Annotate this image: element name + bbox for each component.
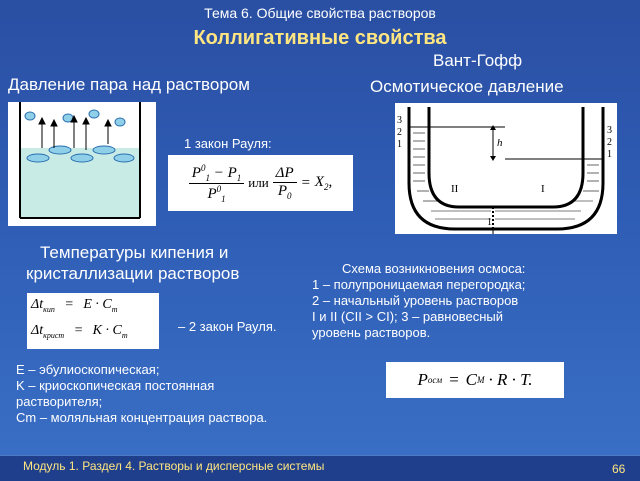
boiling-formula: Δtкип = E · Cm (31, 297, 118, 314)
slide-title: Коллигативные свойства (193, 27, 447, 49)
vant-hoff-label: Вант-Гофф (433, 51, 523, 70)
diagram-label-II: II (451, 183, 459, 195)
page-number: 66 (612, 462, 626, 476)
diagram-label-I: I (541, 183, 545, 195)
raoult1-label: 1 закон Рауля: (184, 136, 272, 151)
diagram-label-left-3: 3 (397, 115, 402, 126)
vapor-pressure-heading: Давление пара над раствором (8, 75, 250, 94)
legend-line-4: Cm – моляльная концентрация раствора. (16, 410, 268, 425)
diagram-label-bottom-1: 1 (487, 217, 492, 228)
osmosis-diagram: 3 2 1 3 2 1 h II I 1 (395, 103, 617, 234)
caption-line-3: 2 – начальный уровень растворов (312, 293, 519, 308)
vapor-vessel-svg (19, 102, 141, 219)
caption-line-5: уровень растворов. (312, 325, 431, 340)
legend-line-1: E – эбулиоскопическая; (16, 362, 160, 377)
temp-heading-line2: кристаллизации растворов (26, 264, 240, 283)
raoult1-fraction-right: ΔP P0 (272, 165, 297, 201)
osmotic-pressure-heading: Осмотическое давление (370, 77, 564, 96)
osmosis-caption: Схема возникновения осмоса: 1 – полупрон… (312, 261, 525, 341)
vapor-vessel-image (8, 102, 156, 226)
legend-line-3: растворителя; (16, 394, 103, 409)
diagram-label-right-2: 2 (607, 137, 612, 148)
diagram-label-right-1: 1 (607, 149, 612, 160)
legend-line-2: K – криоскопическая постоянная (16, 378, 215, 393)
constants-legend: E – эбулиоскопическая; K – криоскопическ… (16, 362, 267, 426)
raoult2-note: – 2 закон Рауля. (178, 319, 277, 334)
raoult2-formulas: Δtкип = E · Cm Δtкрист = K · Cm (27, 293, 159, 349)
raoult1-fraction-left: P01 − P1 P01 (188, 163, 245, 204)
caption-line-1: Схема возникновения осмоса: (342, 261, 526, 276)
osmosis-diagram-svg (407, 107, 605, 234)
caption-line-2: 1 – полупроницаемая перегородка; (312, 277, 526, 292)
diagram-label-left-1: 1 (397, 139, 402, 150)
caption-line-4: I и II (CII > CI); 3 – равновесный (312, 309, 503, 324)
diagram-label-h: h (497, 137, 503, 149)
topic-line: Тема 6. Общие свойства растворов (204, 5, 436, 21)
raoult1-formula: P01 − P1 P01 или ΔP P0 = X2, (168, 155, 353, 211)
diagram-label-right-3: 3 (607, 125, 612, 136)
diagram-label-left-2: 2 (397, 127, 402, 138)
footer-module-text: Модуль 1. Раздел 4. Растворы и дисперсны… (23, 459, 325, 473)
footer-bar (0, 455, 640, 481)
temp-heading-line1: Температуры кипения и (40, 243, 229, 262)
cryst-formula: Δtкрист = K · Cm (31, 323, 128, 340)
